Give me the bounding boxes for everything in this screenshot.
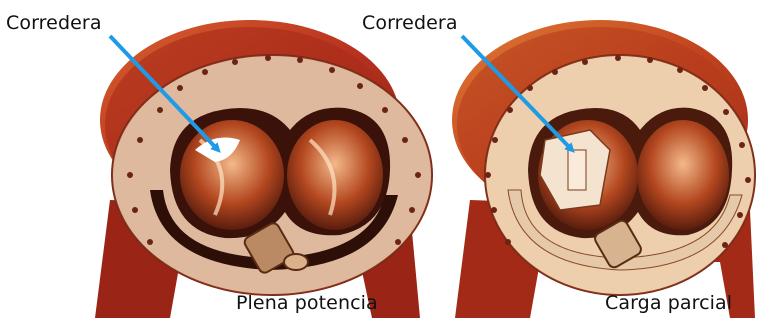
label-plena-potencia: Plena potencia bbox=[236, 292, 378, 314]
label-corredera-right: Corredera bbox=[362, 12, 458, 34]
left-compressor bbox=[95, 20, 432, 318]
right-compressor bbox=[452, 20, 755, 318]
label-carga-parcial: Carga parcial bbox=[605, 292, 732, 314]
label-corredera-left: Corredera bbox=[6, 12, 102, 34]
